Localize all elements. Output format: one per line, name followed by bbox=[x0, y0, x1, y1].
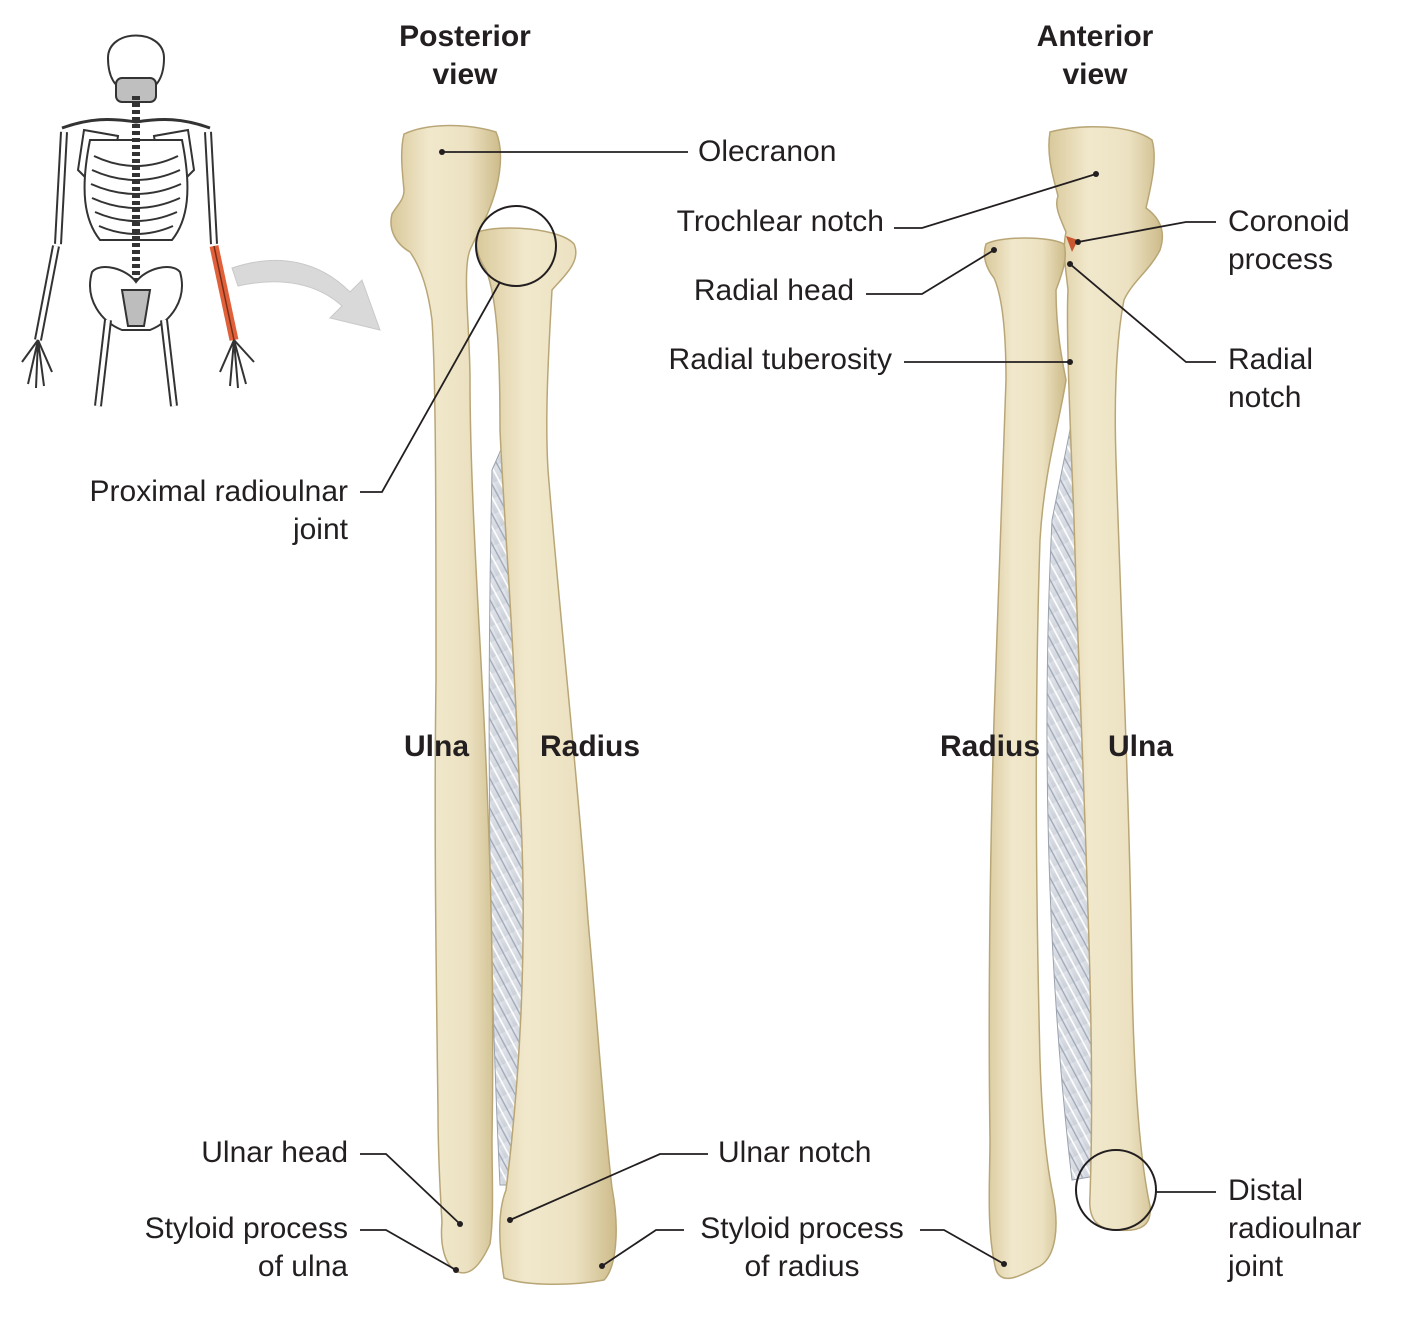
label-posterior-ulna: Ulna bbox=[404, 730, 470, 763]
label-anterior-radius: Radius bbox=[940, 730, 1041, 763]
label-olecranon: Olecranon bbox=[698, 135, 837, 168]
leader-ulnar-notch bbox=[509, 1153, 708, 1221]
leader-radial-head bbox=[866, 249, 995, 295]
posterior-view-title: Posterior view bbox=[399, 20, 531, 91]
posterior-ulna bbox=[390, 124, 502, 1274]
posterior-radius bbox=[475, 227, 617, 1286]
leader-radial-notch bbox=[1069, 263, 1216, 363]
label-posterior-radius: Radius bbox=[540, 730, 641, 763]
label-radial-head: Radial head bbox=[693, 274, 854, 307]
skeleton-thumbnail bbox=[21, 34, 255, 407]
anterior-radial-notch-accent bbox=[1066, 236, 1078, 252]
label-radial-notch: Radial notch bbox=[1228, 343, 1314, 414]
anterior-distal-joint-circle bbox=[1075, 1149, 1157, 1231]
left-hand bbox=[21, 339, 53, 389]
label-ulnar-head: Ulnar head bbox=[201, 1136, 348, 1169]
clavicles bbox=[61, 118, 211, 130]
leader-styloid-radius-anterior bbox=[920, 1229, 1005, 1265]
sacrum bbox=[120, 289, 152, 327]
leader-trochlear-notch bbox=[894, 173, 1097, 229]
label-anterior-ulna: Ulna bbox=[1108, 730, 1174, 763]
right-hand bbox=[219, 339, 255, 389]
leader-styloid-ulna bbox=[360, 1229, 457, 1271]
label-proximal-radioulnar-joint: Proximal radioulnar joint bbox=[89, 475, 348, 546]
label-radial-tuberosity: Radial tuberosity bbox=[668, 343, 892, 376]
pointer-arrow bbox=[231, 259, 381, 331]
label-coronoid-process: Coronoid process bbox=[1228, 205, 1350, 276]
label-ulnar-notch: Ulnar notch bbox=[718, 1136, 872, 1169]
anterior-ulna bbox=[1048, 126, 1164, 1232]
label-styloid-process-radius: Styloid process of radius bbox=[700, 1212, 904, 1283]
posterior-proximal-joint-circle bbox=[475, 205, 557, 287]
leader-coronoid-process bbox=[1077, 221, 1216, 243]
label-styloid-process-ulna: Styloid process of ulna bbox=[144, 1212, 348, 1283]
leader-lines bbox=[360, 149, 1216, 1273]
leader-styloid-radius bbox=[601, 1229, 684, 1267]
label-distal-radioulnar-joint: Distal radioulnar joint bbox=[1228, 1174, 1362, 1283]
leader-ulnar-head bbox=[360, 1153, 461, 1225]
anterior-radius bbox=[983, 237, 1067, 1280]
mandible bbox=[115, 77, 157, 103]
anterior-view bbox=[983, 126, 1164, 1280]
anterior-view-title: Anterior view bbox=[1036, 20, 1154, 91]
leader-proximal-joint bbox=[360, 281, 501, 493]
label-trochlear-notch: Trochlear notch bbox=[676, 205, 884, 238]
posterior-view bbox=[390, 124, 617, 1286]
